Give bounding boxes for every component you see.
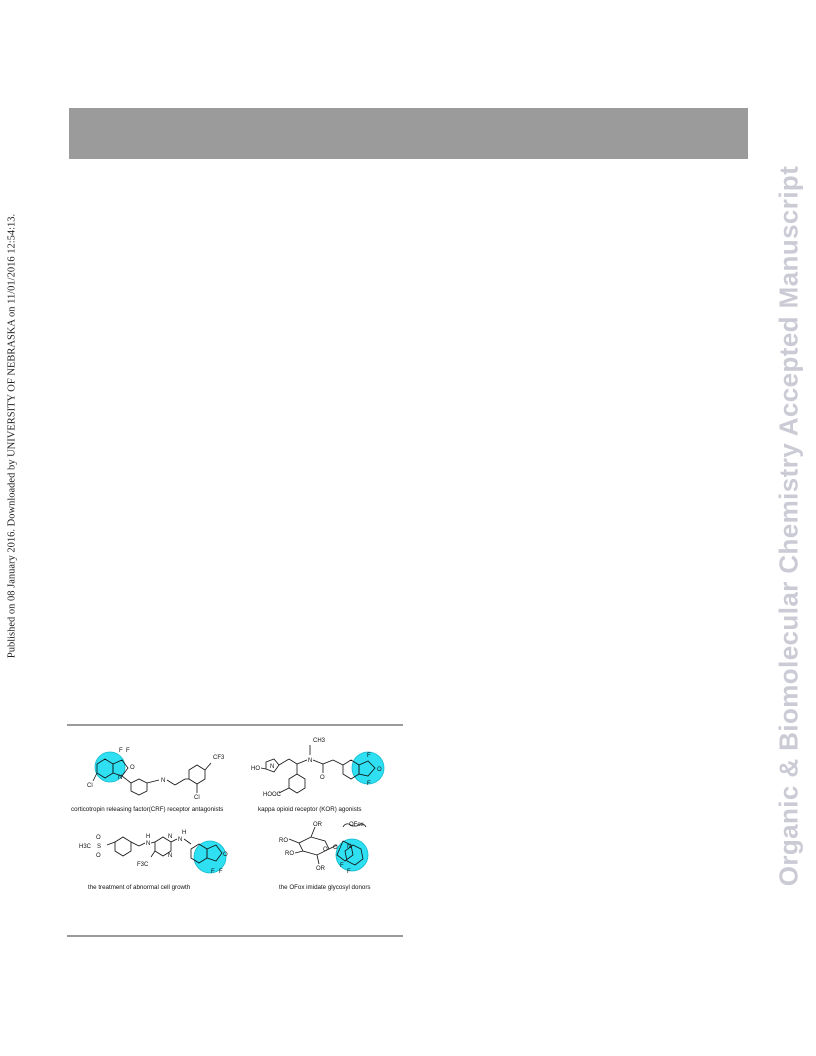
pyrrolidine-ring (265, 758, 280, 773)
atom-label: OFox (349, 822, 364, 828)
atom-label: O (323, 847, 328, 853)
atom-label: F (211, 869, 215, 875)
highlight-circle (193, 840, 227, 874)
cyclohexane-ring (130, 778, 148, 796)
atom-label: H3C (79, 844, 92, 850)
molecule-kor-agonist: HO N N CH3 O HOOC F F O (251, 738, 385, 798)
caption-ofox-donors: the OFox imidate glycosyl donors (279, 884, 370, 891)
atom-label: CF3 (213, 755, 225, 761)
atom-label: N (270, 764, 274, 770)
highlight-circle (335, 838, 369, 872)
atom-label: N (146, 841, 150, 847)
furanone-ring (358, 760, 376, 777)
highlight-circle (351, 751, 385, 785)
atom-label: Cl (194, 795, 200, 801)
atom-label: O (320, 775, 325, 781)
atom-label: N (168, 834, 172, 840)
header-bar (69, 108, 748, 159)
atom-label: F (126, 748, 130, 754)
molecule-crf-antagonist: F F O N Cl N CF3 Cl (87, 748, 225, 801)
atom-label: N (161, 778, 165, 784)
atom-label: HO (251, 766, 260, 772)
atom-label: Cl (87, 783, 93, 789)
atom-label: OR (313, 822, 323, 828)
figure-svg: F F O N Cl N CF3 Cl HO N N CH3 O HOOC F … (71, 738, 385, 891)
caption-crf-antagonists: corticotropin releasing factor(CRF) rece… (71, 806, 223, 813)
oxazole-ring (336, 840, 354, 862)
atom-label: RO (279, 838, 288, 844)
atom-label: F (340, 863, 344, 869)
atom-label: F (367, 753, 371, 759)
atom-label: O (96, 835, 101, 841)
figure-bottom-rule (67, 935, 403, 937)
figure-bioactive-molecules: F F O N Cl N CF3 Cl HO N N CH3 O HOOC F … (67, 727, 403, 932)
atom-label: N (178, 837, 182, 843)
download-notice: Published on 08 January 2016. Downloaded… (6, 213, 18, 659)
atom-label: HOOC (263, 792, 282, 798)
atom-label: O (96, 853, 101, 859)
journal-watermark: Organic & Biomolecular Chemistry Accepte… (773, 165, 804, 887)
atom-label: O (377, 767, 382, 773)
molecule-cell-growth: H3C S O O N H N N F3C N H O F F (79, 830, 228, 875)
atom-label: OR (316, 866, 326, 872)
benzene-ring (114, 836, 132, 857)
figure-captions: corticotropin releasing factor(CRF) rece… (71, 806, 370, 891)
lactam-ring (112, 759, 129, 777)
atom-label: N (308, 758, 312, 764)
atom-label: O (130, 765, 135, 771)
atom-label: F (347, 869, 351, 875)
atom-label: F (219, 869, 223, 875)
atom-label: N (118, 775, 122, 781)
caption-abnormal-cell-growth: the treatment of abnormal cell growth (88, 884, 191, 891)
atom-label: F (119, 748, 123, 754)
molecule-ofox-donor: OFox RO RO OR OR O O N F F (279, 822, 369, 875)
atom-label: H (146, 834, 150, 840)
atom-label: RO (285, 851, 294, 857)
atom-label: CH3 (313, 738, 326, 744)
lactam-ring (206, 844, 223, 862)
benzene-ring (288, 773, 306, 794)
ofox-brace (342, 823, 367, 828)
atom-label: H (182, 830, 186, 836)
caption-kor-agonists: kappa opioid receptor (KOR) agonists (258, 806, 362, 813)
atom-label: F3C (137, 862, 149, 868)
atom-label: N (168, 853, 172, 859)
atom-label: N (347, 844, 351, 850)
figure-top-rule (67, 724, 403, 726)
atom-label: O (223, 852, 228, 858)
aryl-ring (188, 764, 206, 785)
atom-label: S (97, 844, 101, 850)
atom-label: F (367, 781, 371, 787)
atom-label: O (333, 845, 338, 851)
benzene-ring (344, 844, 364, 866)
